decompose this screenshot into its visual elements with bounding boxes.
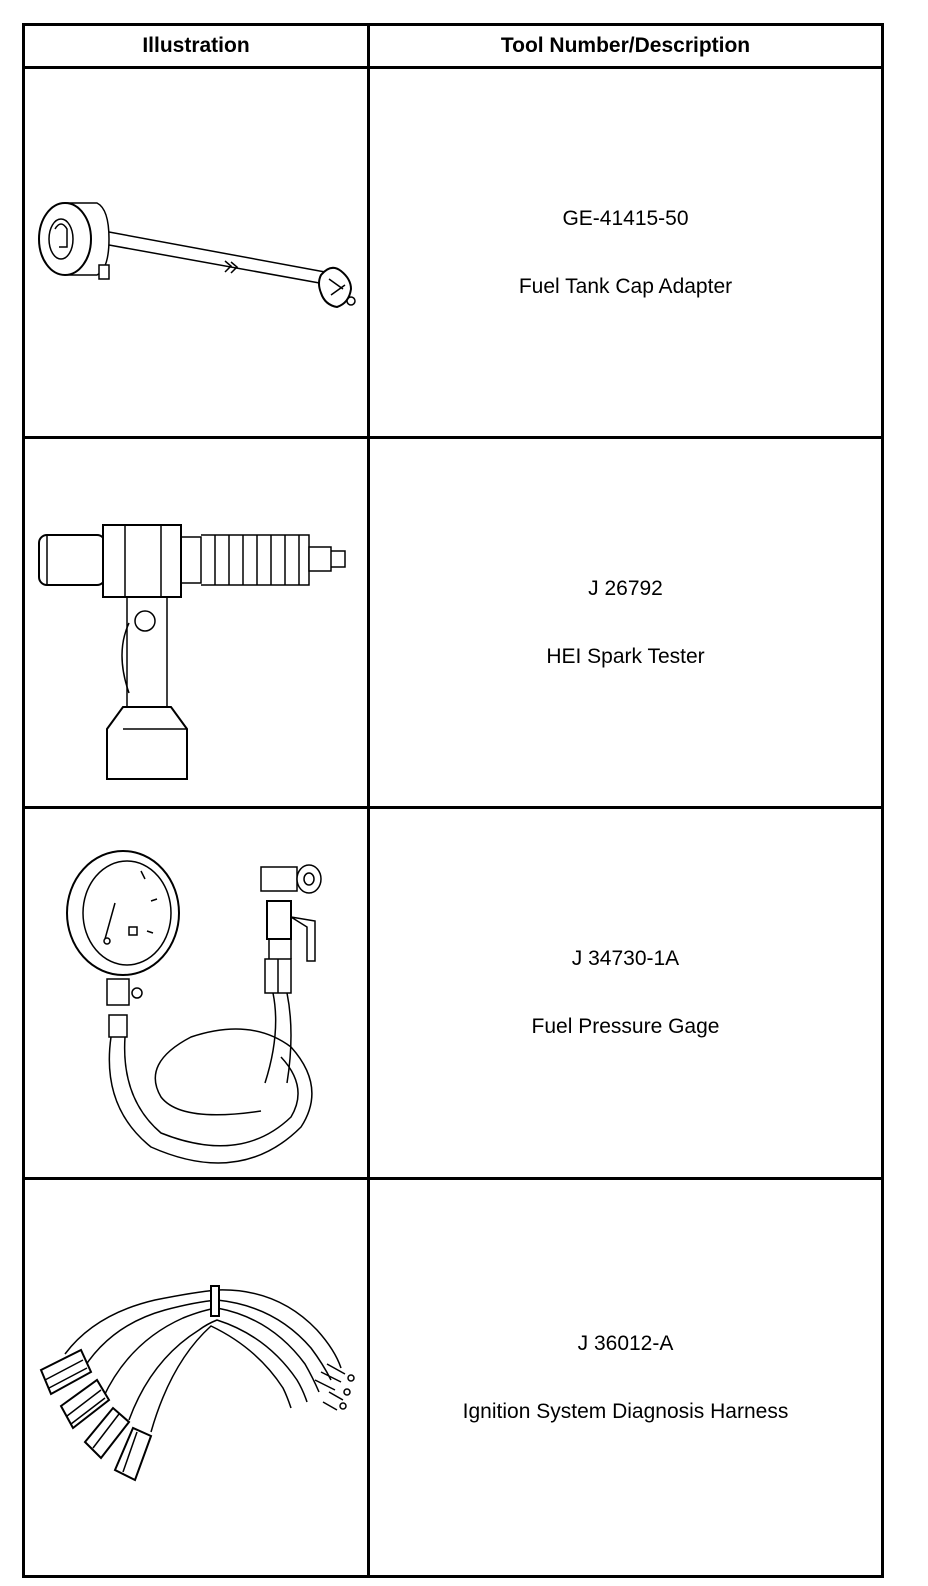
table-row: J 34730-1A Fuel Pressure Gage — [25, 809, 881, 1177]
tool-number: GE-41415-50 — [562, 206, 689, 230]
spark-tester-icon — [25, 439, 367, 806]
column-divider — [367, 26, 370, 1575]
table-row: GE-41415-50 Fuel Tank Cap Adapter — [25, 69, 881, 436]
illustration-cell — [25, 809, 367, 1177]
tool-description: Ignition System Diagnosis Harness — [462, 1399, 789, 1423]
tool-number: J 36012-A — [577, 1331, 674, 1355]
tool-description-cell: J 26792 HEI Spark Tester — [370, 439, 881, 806]
table-row: J 26792 HEI Spark Tester — [25, 439, 881, 806]
fuel-tank-cap-adapter-icon — [25, 69, 367, 436]
tool-description: Fuel Pressure Gage — [531, 1015, 720, 1038]
tool-description-cell: J 36012-A Ignition System Diagnosis Harn… — [370, 1180, 881, 1575]
illustration-cell — [25, 439, 367, 806]
diagnosis-harness-icon — [25, 1180, 367, 1575]
row-divider — [25, 1177, 881, 1180]
row-divider — [25, 66, 881, 69]
header-illustration: Illustration — [142, 34, 250, 57]
header-tool-number: Tool Number/Description — [500, 34, 751, 57]
illustration-cell — [25, 69, 367, 436]
tool-description-cell: J 34730-1A Fuel Pressure Gage — [370, 809, 881, 1177]
tool-description: HEI Spark Tester — [546, 644, 705, 668]
tool-description-cell: GE-41415-50 Fuel Tank Cap Adapter — [370, 69, 881, 436]
table-row: J 36012-A Ignition System Diagnosis Harn… — [25, 1180, 881, 1575]
row-divider — [25, 436, 881, 439]
illustration-cell — [25, 1180, 367, 1575]
tool-number: J 26792 — [588, 576, 663, 600]
fuel-pressure-gage-icon — [25, 809, 367, 1177]
tool-description: Fuel Tank Cap Adapter — [518, 274, 733, 298]
special-tools-table: Illustration Tool Number/Description GE-… — [22, 23, 884, 1578]
row-divider — [25, 806, 881, 809]
tool-number: J 34730-1A — [571, 947, 680, 970]
